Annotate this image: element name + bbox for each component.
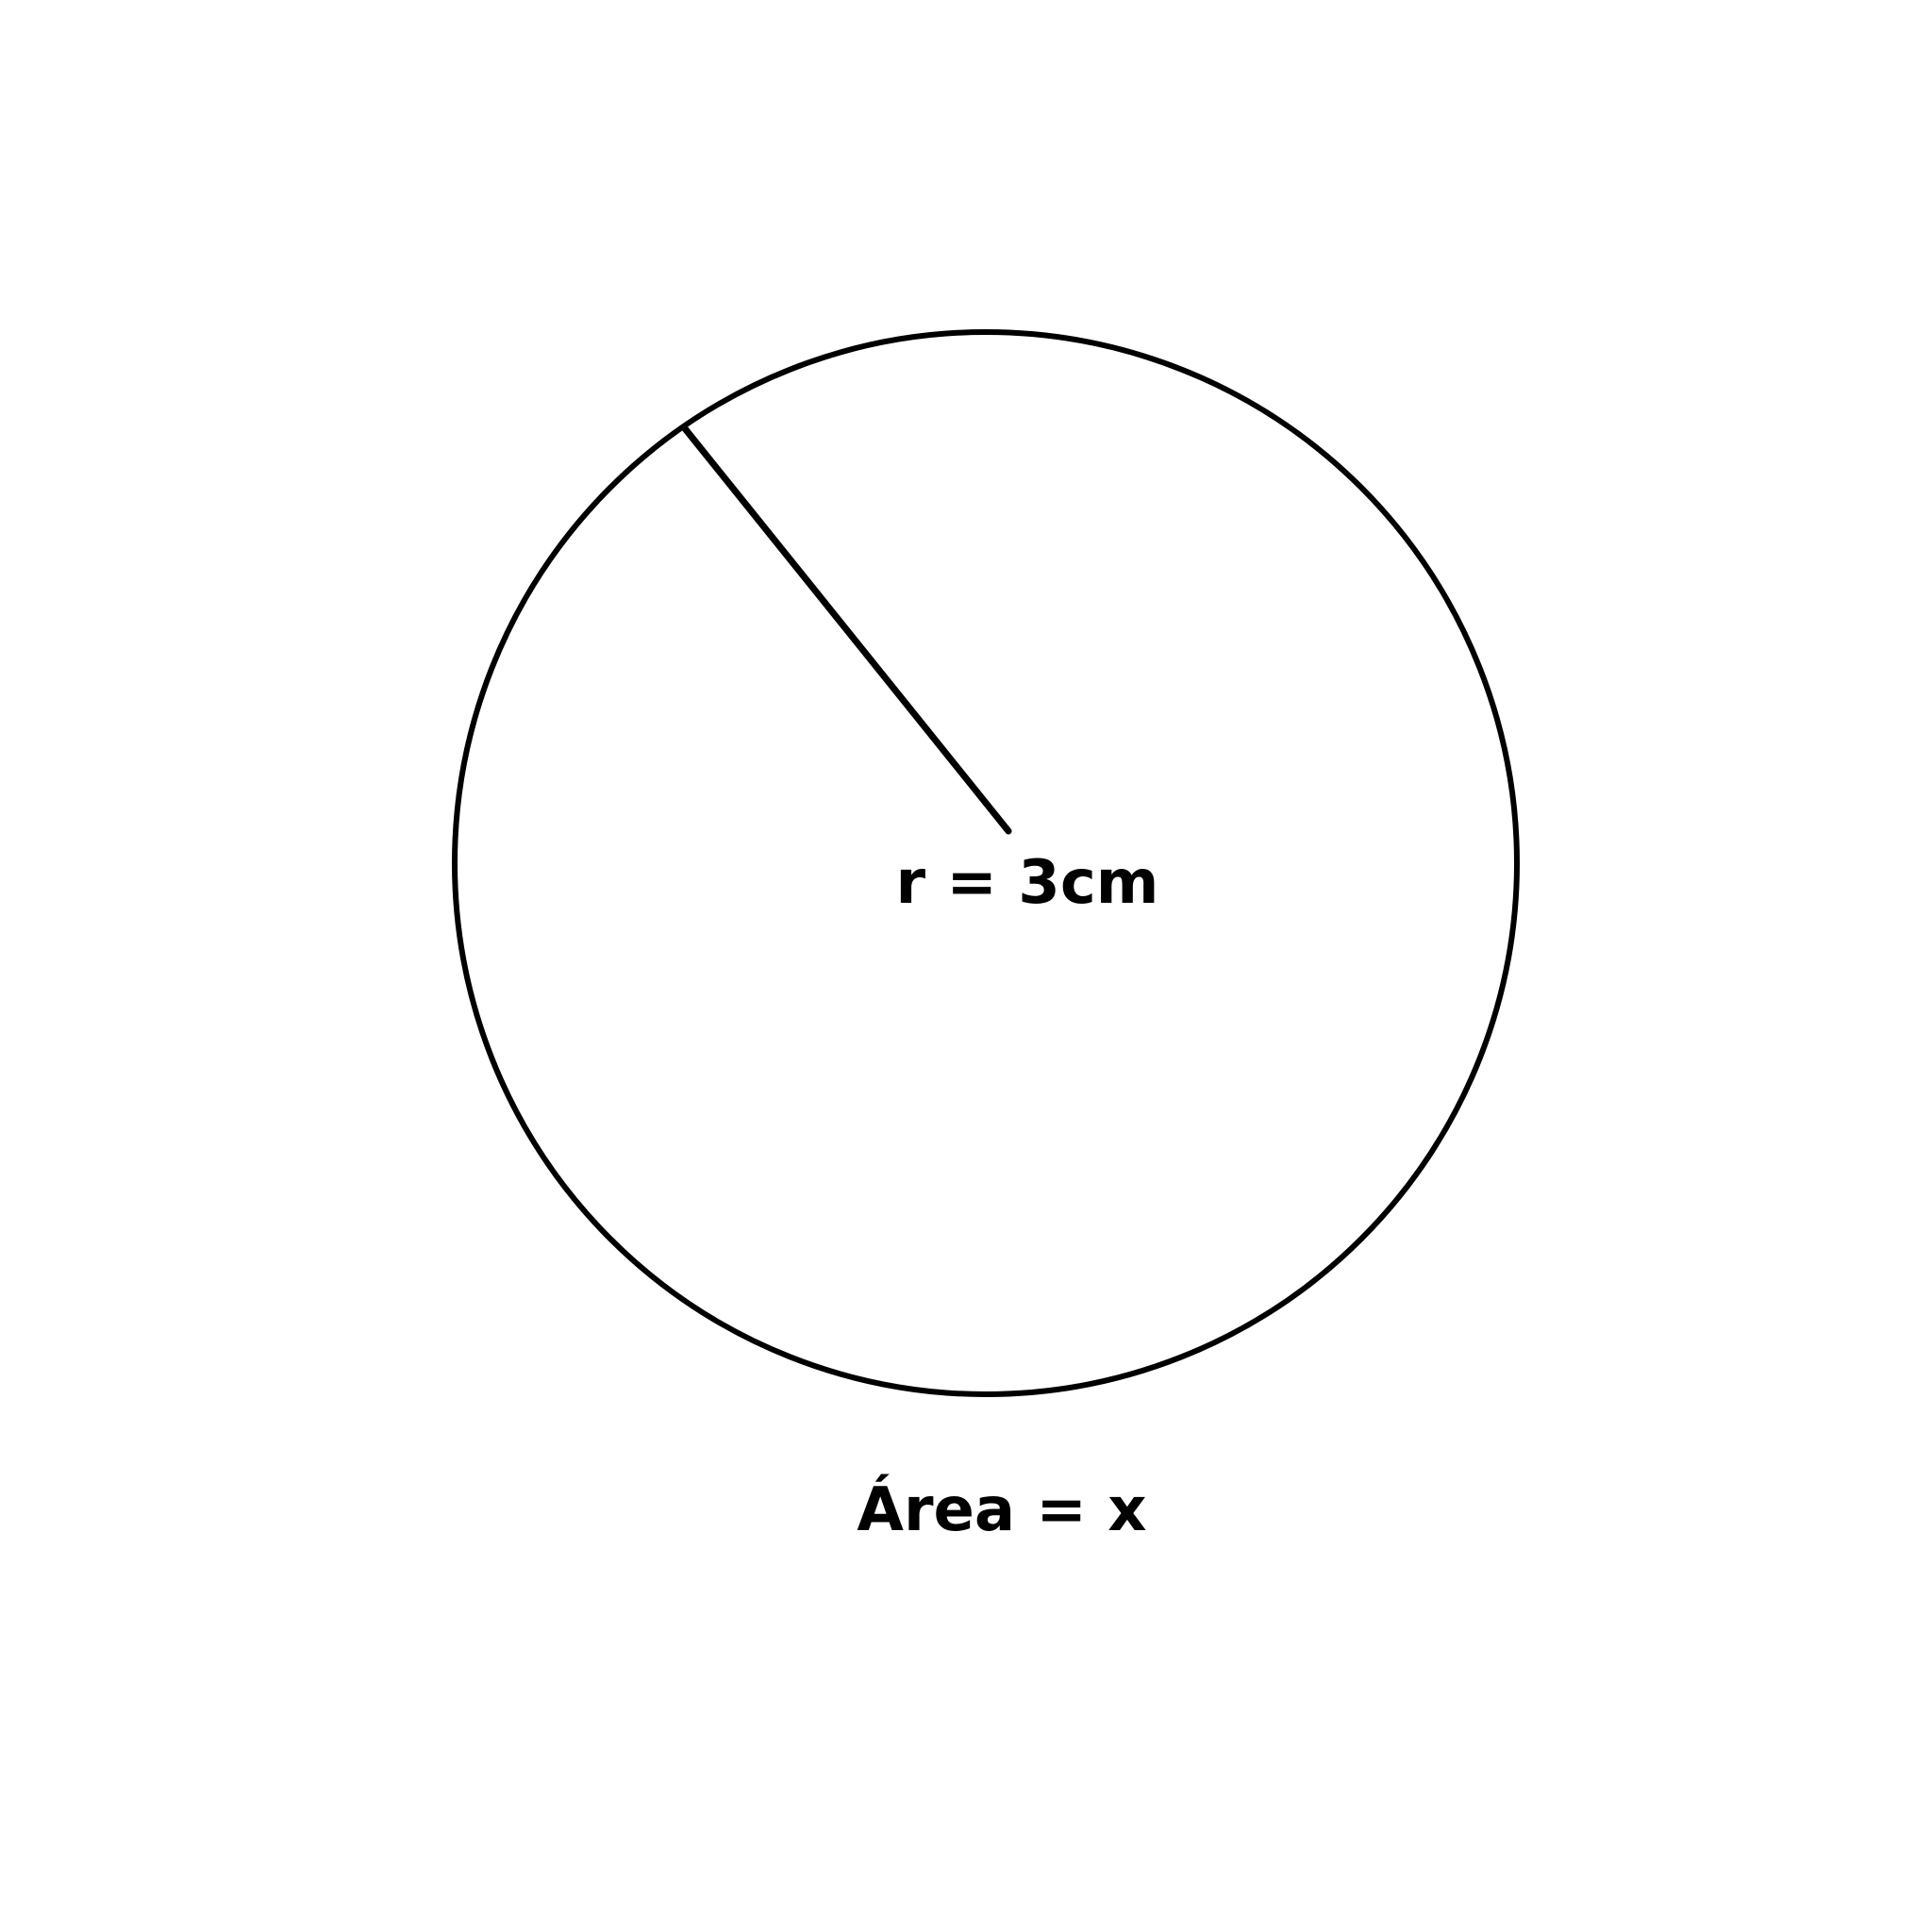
circle-outline xyxy=(452,329,1520,1397)
radius-line xyxy=(680,424,1012,835)
area-label: Área = x xyxy=(857,1474,1146,1545)
radius-label: r = 3cm xyxy=(896,848,1159,918)
